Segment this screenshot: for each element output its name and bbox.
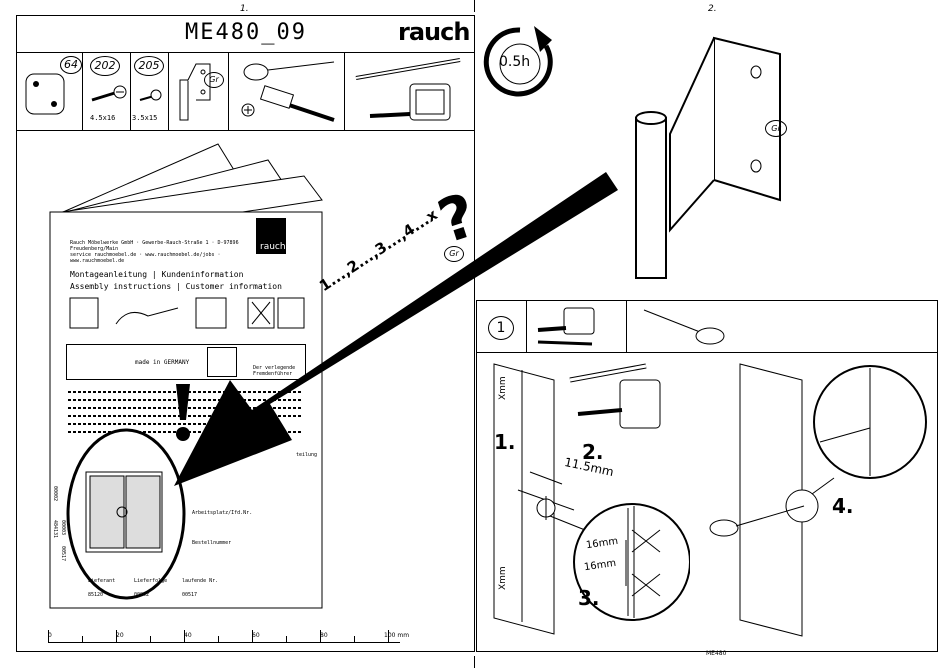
small-screw-icon: [139, 89, 162, 101]
parts-divider: [16, 130, 475, 131]
ruler: [48, 630, 400, 642]
screw-size: 4.5x16: [90, 114, 116, 122]
pencil-and-tape-icon: [355, 58, 461, 121]
side-code: 00002: [52, 486, 58, 502]
ruler-label: 60: [252, 632, 260, 639]
hinge-code-badge: Gr: [765, 120, 787, 137]
table-header: laufende Nr.: [182, 578, 219, 584]
fold-mark: [474, 656, 475, 668]
part-number-badge: 205: [134, 56, 164, 76]
booklet-title-de: Montageanleitung | Kundeninformation: [70, 270, 244, 279]
tape-pencil-icon: [537, 307, 595, 346]
certification-logo: [207, 347, 237, 377]
step-label-1: 1.: [494, 430, 516, 454]
step-label-4: 4.: [832, 494, 854, 518]
field-label: Bestellnummer: [192, 540, 232, 546]
awl-and-screwdriver-icon: [241, 61, 335, 122]
field-label: Arbeitsplatz/Ifd.Nr.: [192, 510, 253, 516]
booklet-quality-box: made in GERMANY Der verlegende Fremdenfü…: [66, 344, 306, 380]
table-value: 85120: [88, 592, 104, 598]
table-value: 00002: [134, 592, 150, 598]
ruler-baseline: [48, 642, 400, 643]
booklet-brand: rauch: [260, 242, 286, 252]
part-cell-202: 202 4.5x16: [82, 52, 131, 130]
cover-cap-icon: [25, 73, 65, 115]
part-cell-64: 64: [16, 52, 83, 130]
step-panel: [476, 300, 938, 652]
ruler-label: 0: [48, 632, 52, 639]
page-number-right: 2.: [708, 4, 717, 14]
panel-measure-diagram: [493, 363, 611, 635]
table-value: 00517: [182, 592, 198, 598]
ruler-label: 20: [116, 632, 124, 639]
screw-icon: [91, 85, 127, 102]
step-label-2: 2.: [582, 440, 604, 464]
ruler-label: 40: [184, 632, 192, 639]
panel-pierce-diagram: [709, 363, 927, 637]
tool-cell-awl-screwdriver: [228, 52, 345, 130]
brand-logo: rauch: [398, 18, 470, 46]
table-header: Lieferfolge: [134, 578, 168, 584]
step-number-badge: 1: [488, 316, 514, 340]
step-cell-divider: [526, 300, 527, 352]
screw-size: 3.5x15: [132, 114, 158, 122]
booklet-address: Rauch Möbelwerke GmbH · Gewerbe-Rauch-St…: [70, 240, 239, 252]
fold-mark: [474, 0, 475, 12]
step-header-divider: [476, 352, 938, 353]
circled-cabinet: [66, 428, 186, 600]
step-cell-divider: [626, 300, 627, 352]
part-cell-hinge: Gr: [168, 52, 229, 130]
dim-x-upper: Xmm: [498, 376, 508, 400]
page-number-left: 1.: [240, 4, 249, 14]
left-page: [16, 15, 475, 652]
footer-code: ME480: [706, 650, 727, 657]
awl-icon: [643, 309, 725, 345]
dim-x-lower: Xmm: [498, 566, 508, 590]
ruler-label: 80: [320, 632, 328, 639]
made-in-label: made in GERMANY: [135, 359, 190, 366]
woodwax-text: Der verlegende Fremdenführer: [253, 365, 296, 377]
side-code: 00003: [60, 520, 66, 536]
side-word: teilung: [296, 452, 318, 458]
hinge-detail: [635, 36, 781, 279]
hinge-code-badge: Gr: [204, 72, 224, 88]
ruler-label: 100 mm: [384, 632, 410, 639]
table-header: Lieferant: [88, 578, 116, 584]
side-code: 00517: [60, 546, 66, 562]
clock-time-icon: [483, 26, 553, 97]
magnified-detail-3: [573, 503, 690, 621]
part-cell-205: 205 3.5x15: [130, 52, 169, 130]
exclamation-icon: [176, 384, 190, 441]
big-arrow: [174, 172, 618, 486]
hinge-code-badge: Gr: [444, 246, 464, 262]
part-number-badge: 64: [60, 56, 82, 74]
model-title: ME480_09: [185, 20, 307, 45]
booklet-title-en: Assembly instructions | Customer informa…: [70, 282, 282, 291]
side-code: 484131: [52, 520, 58, 539]
tool-cell-pencil-tape: [344, 52, 475, 130]
pencil-tape-measure: [569, 363, 661, 429]
time-estimate: 0.5h: [499, 54, 531, 70]
hinge-icon: [179, 63, 211, 121]
booklet-web: service rauchmoebel.de · www.rauchmoebel…: [70, 252, 221, 264]
booklet-icon-row: [69, 297, 305, 329]
step-label-3: 3.: [578, 586, 600, 610]
part-number-badge: 202: [90, 56, 120, 76]
header-divider: [16, 52, 475, 53]
